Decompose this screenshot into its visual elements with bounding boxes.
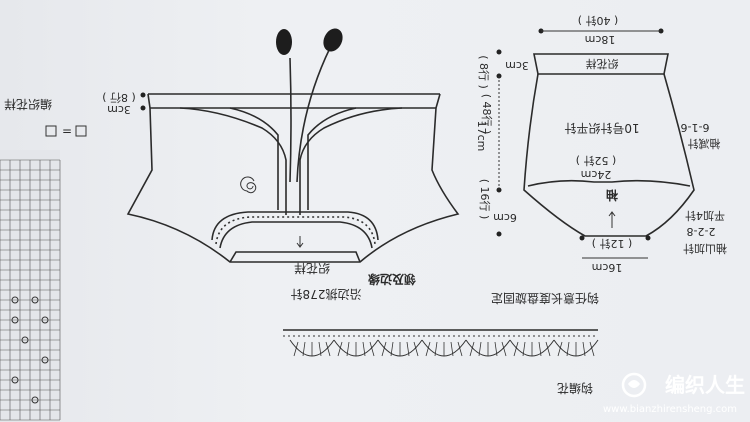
decrease-rule: 6-1-6 xyxy=(681,121,710,134)
edge-label: 领及边缘 xyxy=(368,272,416,287)
increase-rule: 2-2-8 xyxy=(687,225,716,238)
increase-label-1: 袖山加针 xyxy=(683,242,727,256)
sleeve-length: 17cm xyxy=(475,121,488,152)
crochet-label: 钩编花 xyxy=(557,381,593,396)
cuff-rows: ( 8行 ) xyxy=(477,55,490,89)
sleeve-width-stitches: ( 52针 ) xyxy=(576,154,617,168)
sleeve-bottom-stitches: ( 12针 ) xyxy=(592,237,633,251)
stitch-chart xyxy=(0,150,61,422)
sleeve-top-stitches: ( 40针 ) xyxy=(578,14,619,28)
increase-label-2: 平加4针 xyxy=(685,209,725,223)
stitch-legend: = 编织花样 xyxy=(4,97,87,138)
cuff-label: 织花样 xyxy=(586,57,619,71)
body-pattern-label: 织花样 xyxy=(294,261,330,276)
edge-stitches: 沿边挑278针 xyxy=(291,287,362,302)
body-piece xyxy=(126,28,460,263)
band-measure: ( 8行 ) 3cm xyxy=(102,91,146,116)
watermark: 编织人生 www.bianzhirensheng.com xyxy=(603,372,745,415)
watermark-brand: 编织人生 xyxy=(665,373,745,397)
sleeve-label: 袖 xyxy=(606,188,618,203)
watermark-url: www.bianzhirensheng.com xyxy=(603,404,737,415)
cuff-height: 3cm xyxy=(505,59,529,72)
sleeve-length-rows: ( 48行 ) xyxy=(480,94,493,135)
sleeve-piece: ( 40针 ) 18cm 织花样 3cm ( 8行 ) ( 48行 ) 17cm… xyxy=(475,14,727,274)
cap-height: 6cm xyxy=(493,211,517,224)
decrease-label: 袖减针 xyxy=(688,137,721,151)
sleeve-width: 24cm xyxy=(581,168,612,181)
needle-instruction: 10号针织平针 xyxy=(564,121,639,136)
band-height: 3cm xyxy=(107,103,131,116)
legend-label: 编织花样 xyxy=(4,97,52,112)
band-rows: ( 8行 ) xyxy=(102,91,136,104)
crochet-edging: 钩任意长度盘旋固定 钩编花 xyxy=(283,291,599,396)
cap-rows: ( 16行 ) xyxy=(478,179,491,220)
crochet-note: 钩任意长度盘旋固定 xyxy=(491,291,599,306)
legend-equals: = xyxy=(62,124,72,138)
sleeve-top-width: 18cm xyxy=(585,33,616,46)
sleeve-bottom-width: 16cm xyxy=(592,261,623,274)
